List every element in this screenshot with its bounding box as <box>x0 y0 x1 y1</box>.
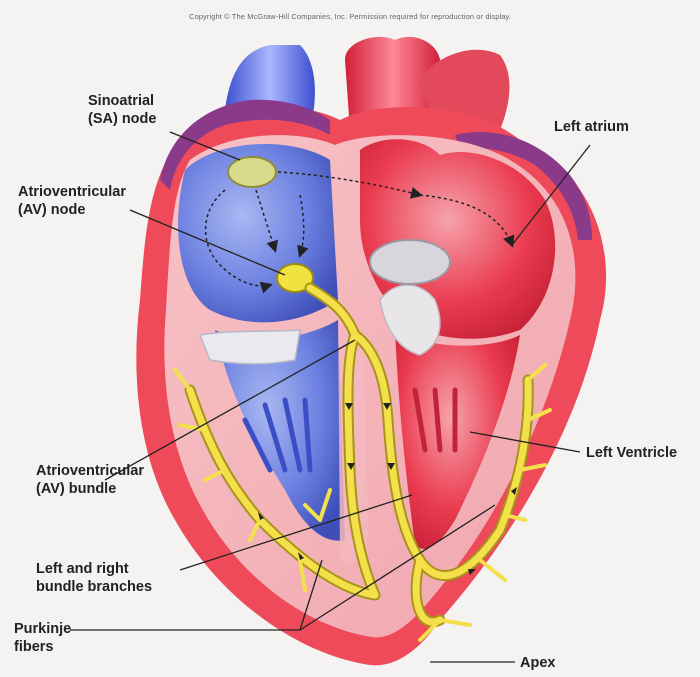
label-av-bundle: Atrioventricular (AV) bundle <box>36 462 144 498</box>
label-apex: Apex <box>520 654 555 672</box>
copyright-notice: Copyright © The McGraw-Hill Companies, I… <box>0 12 700 21</box>
label-left-atrium: Left atrium <box>554 118 629 136</box>
aortic-valve <box>370 240 450 284</box>
label-bundle-branches: Left and right bundle branches <box>36 560 152 596</box>
label-sa-node: Sinoatrial (SA) node <box>88 92 156 128</box>
label-av-node: Atrioventricular (AV) node <box>18 183 126 219</box>
sa-node <box>228 157 276 187</box>
label-purkinje: Purkinje fibers <box>14 620 71 656</box>
label-left-ventricle: Left Ventricle <box>586 444 677 462</box>
tricuspid-valve <box>200 330 300 364</box>
